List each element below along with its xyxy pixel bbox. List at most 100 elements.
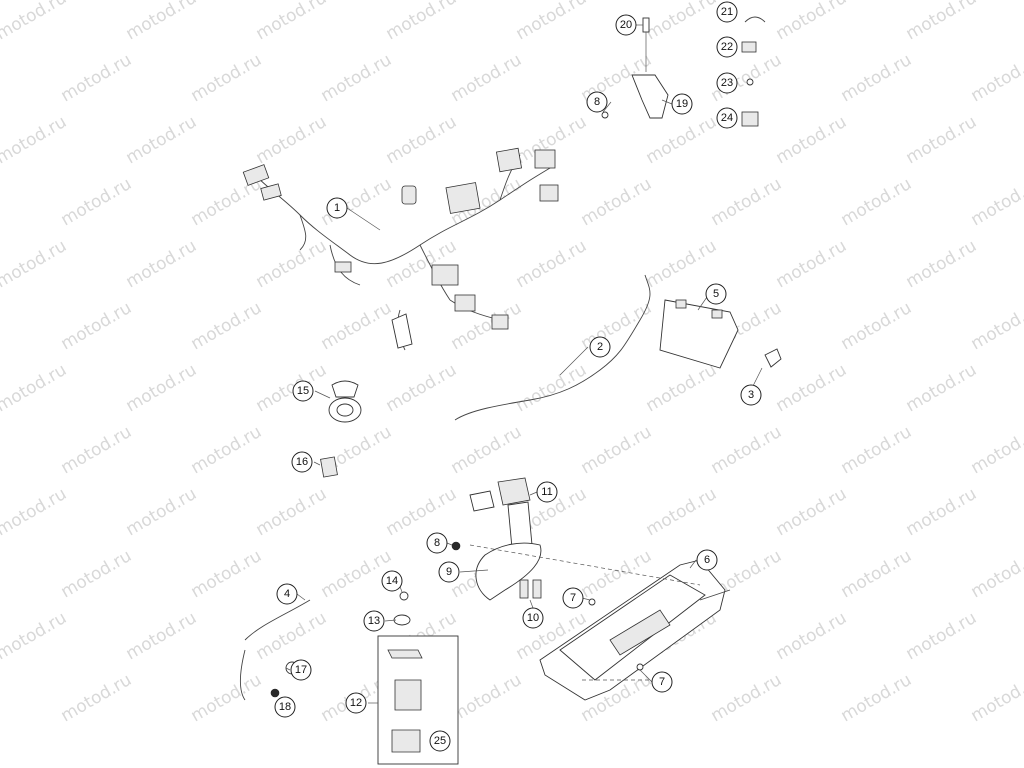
bolt-drawing bbox=[588, 598, 596, 606]
watermark-layer: motod.ru motod.ru motod.ru motod.ru motod.ru… bbox=[0, 0, 1024, 726]
svg-text:25: 25 bbox=[434, 735, 446, 747]
connectors-drawing bbox=[519, 579, 542, 599]
watermark-text: motod.ru bbox=[643, 360, 721, 416]
callout-24: 24 bbox=[716, 107, 738, 129]
callout-3: 3 bbox=[740, 384, 762, 406]
callout-19: 19 bbox=[671, 93, 693, 115]
svg-text:12: 12 bbox=[350, 697, 362, 709]
watermark-text: motod.ru bbox=[383, 112, 461, 168]
callout-8-b: 8 bbox=[426, 532, 448, 554]
watermark-text: motod.ru bbox=[643, 236, 721, 292]
callout-17: 17 bbox=[290, 659, 312, 681]
watermark-text: motod.ru bbox=[773, 0, 851, 44]
svg-text:17: 17 bbox=[295, 664, 307, 676]
callout-20: 20 bbox=[615, 14, 637, 36]
watermark-text: motod.ru bbox=[643, 484, 721, 540]
cable-drawing bbox=[454, 274, 651, 421]
watermark-text: motod.ru bbox=[838, 298, 916, 354]
watermark-text: motod.ru bbox=[253, 608, 331, 664]
svg-text:2: 2 bbox=[597, 341, 603, 353]
callout-23: 23 bbox=[716, 72, 738, 94]
watermark-text: motod.ru bbox=[838, 422, 916, 478]
svg-text:7: 7 bbox=[659, 676, 665, 688]
watermark-text: motod.ru bbox=[123, 360, 201, 416]
watermark-text: motod.ru bbox=[578, 298, 656, 354]
bolt-drawing-2 bbox=[636, 663, 644, 671]
watermark-text: motod.ru bbox=[188, 50, 266, 106]
watermark-text: motod.ru bbox=[188, 422, 266, 478]
watermark-text: motod.ru bbox=[318, 546, 396, 602]
watermark-text: motod.ru bbox=[968, 50, 1024, 106]
watermark-text: motod.ru bbox=[383, 360, 461, 416]
watermark-text: motod.ru bbox=[123, 112, 201, 168]
svg-text:3: 3 bbox=[748, 389, 754, 401]
watermark-text: motod.ru bbox=[708, 174, 786, 230]
watermark-text: motod.ru bbox=[773, 484, 851, 540]
screw-drawing bbox=[451, 541, 461, 551]
watermark-text: motod.ru bbox=[903, 0, 981, 44]
plug-drawing bbox=[741, 41, 757, 53]
bracket-strip-drawing bbox=[244, 599, 311, 641]
callout-2: 2 bbox=[589, 336, 611, 358]
screw-drawing-top bbox=[601, 111, 609, 119]
svg-text:18: 18 bbox=[279, 701, 291, 713]
callout-22: 22 bbox=[716, 36, 738, 58]
clip-drawing bbox=[393, 614, 411, 626]
subframe-drawing bbox=[539, 559, 731, 701]
svg-text:19: 19 bbox=[676, 98, 688, 110]
watermark-text: motod.ru bbox=[188, 546, 266, 602]
wire-clip-drawing bbox=[744, 16, 766, 23]
callout-21: 21 bbox=[716, 1, 738, 23]
watermark-text: motod.ru bbox=[968, 298, 1024, 354]
svg-text:9: 9 bbox=[446, 566, 452, 578]
svg-text:21: 21 bbox=[721, 6, 733, 18]
watermark-text: motod.ru bbox=[773, 608, 851, 664]
callout-12: 12 bbox=[345, 692, 367, 714]
svg-text:7: 7 bbox=[570, 592, 576, 604]
callout-14: 14 bbox=[381, 570, 403, 592]
watermark-text: motod.ru bbox=[58, 546, 136, 602]
watermark-text: motod.ru bbox=[513, 236, 591, 292]
svg-text:5: 5 bbox=[713, 288, 719, 300]
parts-artwork bbox=[240, 16, 782, 765]
callout-10: 10 bbox=[522, 607, 544, 629]
socket-drawing bbox=[741, 111, 759, 127]
watermark-text: motod.ru bbox=[578, 422, 656, 478]
svg-text:16: 16 bbox=[296, 456, 308, 468]
svg-text:1: 1 bbox=[334, 202, 340, 214]
watermark-text: motod.ru bbox=[448, 422, 526, 478]
watermark-text: motod.ru bbox=[708, 670, 786, 726]
watermark-text: motod.ru bbox=[968, 422, 1024, 478]
callout-5: 5 bbox=[705, 283, 727, 305]
callout-7-b: 7 bbox=[651, 671, 673, 693]
watermark-text: motod.ru bbox=[448, 670, 526, 726]
watermark-text: motod.ru bbox=[578, 174, 656, 230]
watermark-text: motod.ru bbox=[383, 0, 461, 44]
watermark-text: motod.ru bbox=[123, 0, 201, 44]
watermark-text: motod.ru bbox=[0, 0, 70, 44]
watermark-text: motod.ru bbox=[318, 298, 396, 354]
watermark-text: motod.ru bbox=[0, 484, 70, 540]
watermark-text: motod.ru bbox=[903, 608, 981, 664]
watermark-text: motod.ru bbox=[643, 112, 721, 168]
watermark-text: motod.ru bbox=[0, 236, 70, 292]
callout-9: 9 bbox=[438, 561, 460, 583]
watermark-text: motod.ru bbox=[253, 0, 331, 44]
watermark-text: motod.ru bbox=[188, 670, 266, 726]
horn-drawing bbox=[328, 380, 362, 423]
callouts: 1 2 3 4 5 6 7 7 8 8 9 10 11 12 13 14 15 … bbox=[274, 1, 762, 752]
callout-15: 15 bbox=[292, 380, 314, 402]
callout-16: 16 bbox=[291, 451, 313, 473]
svg-text:13: 13 bbox=[368, 615, 380, 627]
watermark-text: motod.ru bbox=[903, 484, 981, 540]
reference-line bbox=[469, 544, 701, 586]
svg-text:11: 11 bbox=[541, 486, 552, 498]
svg-text:14: 14 bbox=[386, 575, 398, 587]
watermark-text: motod.ru bbox=[0, 360, 70, 416]
callout-11: 11 bbox=[536, 481, 558, 503]
watermark-text: motod.ru bbox=[838, 546, 916, 602]
svg-text:8: 8 bbox=[434, 537, 440, 549]
svg-text:15: 15 bbox=[297, 385, 309, 397]
callout-6: 6 bbox=[696, 549, 718, 571]
